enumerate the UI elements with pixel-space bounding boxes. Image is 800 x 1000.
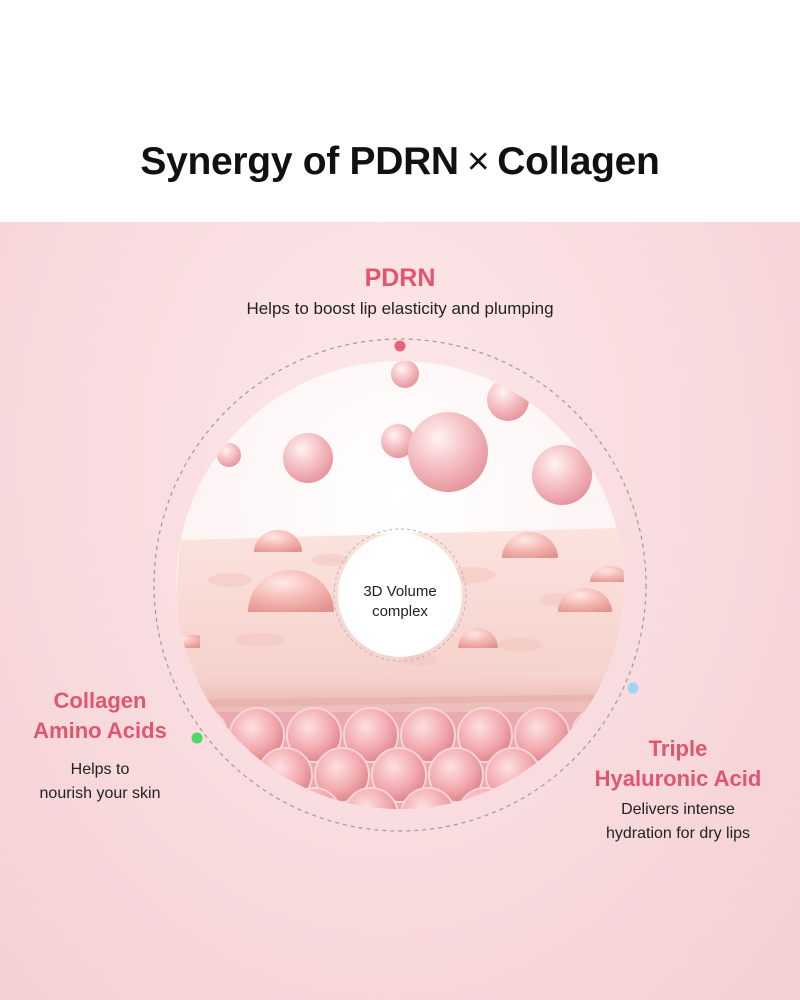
pdrn-description: Helps to boost lip elasticity and plumpi… — [246, 299, 554, 318]
collagen-heading-line2: Amino Acids — [33, 717, 167, 743]
pdrn-heading: PDRN — [364, 264, 436, 292]
title-part-pdrn: Synergy of PDRN — [140, 140, 459, 183]
floating-bubbles — [217, 361, 592, 505]
header: Synergy of PDRN×Collagen — [0, 0, 800, 222]
hyaluronic-heading-line1: Triple — [648, 736, 708, 761]
title-times-sign: × — [466, 140, 490, 183]
collagen-desc-line1: Helps to — [70, 761, 130, 778]
outer-dashed-ring — [153, 338, 647, 832]
title-part-collagen: Collagen — [497, 140, 660, 183]
collagen-heading: Collagen Amino Acids — [10, 686, 190, 745]
hyaluronic-description: Delivers intense hydration for dry lips — [578, 798, 778, 846]
center-label-line2: complex — [372, 603, 428, 620]
collagen-heading-line1: Collagen — [53, 688, 147, 713]
pdrn-marker-dot — [394, 340, 406, 352]
center-badge: 3D Volume complex — [333, 528, 467, 662]
collagen-marker-dot — [191, 732, 203, 744]
collagen-desc-line2: nourish your skin — [39, 785, 161, 802]
collagen-description: Helps to nourish your skin — [10, 758, 190, 806]
hyaluronic-heading-line2: Hyaluronic Acid — [594, 765, 762, 791]
page-title: Synergy of PDRN×Collagen — [0, 140, 800, 184]
center-label-line1: 3D Volume — [363, 583, 436, 600]
hyaluronic-heading: Triple Hyaluronic Acid — [588, 734, 768, 793]
hyaluronic-desc-line1: Delivers intense — [621, 801, 735, 818]
hyaluronic-marker-dot — [627, 682, 639, 694]
hyaluronic-desc-line2: hydration for dry lips — [605, 825, 751, 842]
